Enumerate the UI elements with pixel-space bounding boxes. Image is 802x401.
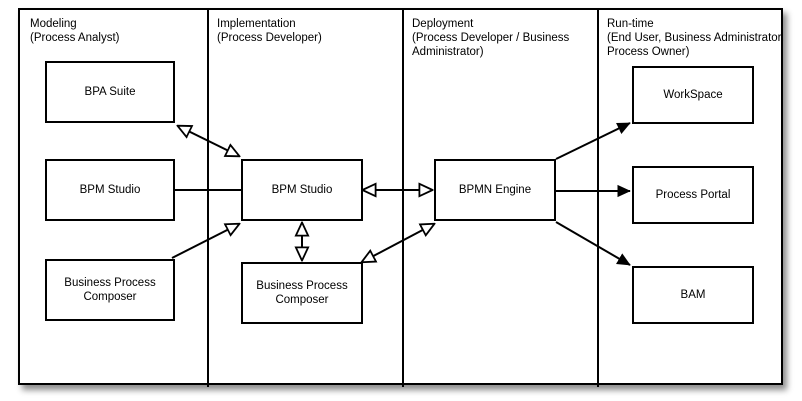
- lane-divider-1: [207, 10, 209, 387]
- lane-header-runtime: Run-time (End User, Business Administrat…: [607, 18, 785, 58]
- node-business-process-composer-implementation[interactable]: Business Process Composer: [241, 262, 363, 324]
- node-process-portal[interactable]: Process Portal: [632, 166, 754, 224]
- node-workspace[interactable]: WorkSpace: [632, 66, 754, 124]
- lane-header-implementation: Implementation (Process Developer): [217, 18, 322, 44]
- node-bpmn-engine[interactable]: BPMN Engine: [434, 159, 556, 221]
- node-bam[interactable]: BAM: [632, 266, 754, 324]
- lane-header-modeling: Modeling (Process Analyst): [30, 18, 120, 44]
- node-bpm-studio-implementation[interactable]: BPM Studio: [241, 159, 363, 221]
- node-bpm-studio-modeling[interactable]: BPM Studio: [45, 159, 175, 221]
- lane-divider-2: [402, 10, 404, 387]
- node-business-process-composer-modeling[interactable]: Business Process Composer: [45, 259, 175, 321]
- node-bpa-suite[interactable]: BPA Suite: [45, 61, 175, 123]
- lane-divider-3: [597, 10, 599, 387]
- lane-header-deployment: Deployment (Process Developer / Business…: [412, 18, 570, 58]
